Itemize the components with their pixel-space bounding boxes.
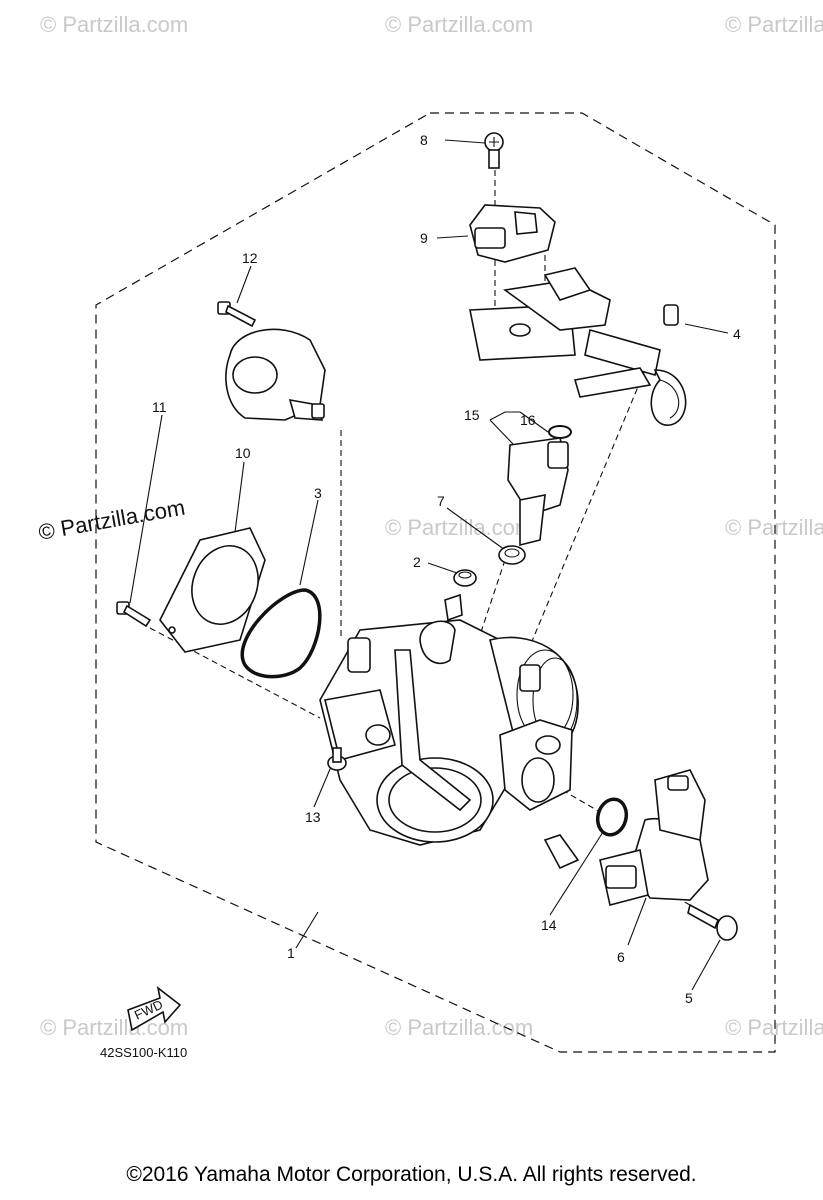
- assembly-outline: [95, 112, 776, 1053]
- callout-11: 11: [152, 399, 167, 415]
- callout-8: 8: [420, 132, 428, 148]
- callout-1: 1: [287, 945, 295, 961]
- callout-9: 9: [420, 230, 428, 246]
- callout-14: 14: [541, 917, 557, 933]
- callout-7: 7: [437, 493, 445, 509]
- watermarks: © Partzilla.com © Partzilla.com © Partzi…: [37, 12, 823, 1040]
- screw-11-icon: [116, 601, 152, 628]
- callout-16: 16: [520, 412, 536, 428]
- callout-2: 2: [413, 554, 421, 570]
- part-code: 42SS100-K110: [100, 1045, 187, 1060]
- callout-12: 12: [242, 250, 258, 266]
- watermark: © Partzilla.com: [40, 1015, 188, 1040]
- throttle-body-icon: [319, 593, 580, 870]
- callout-15: 15: [464, 407, 480, 423]
- copyright-notice: ©2016 Yamaha Motor Corporation, U.S.A. A…: [126, 1163, 697, 1186]
- tps-sensor-6-icon: [599, 769, 709, 906]
- screw-5-icon: [687, 903, 738, 941]
- callout-10: 10: [235, 445, 251, 461]
- screw-8-icon: [484, 132, 504, 169]
- idle-valve-icon: [225, 328, 326, 421]
- watermark-dark: © Partzilla.com: [37, 495, 187, 545]
- callouts: 8 9 12 4 11 15 16 10 3 7 2 13 14 6 5 1: [152, 132, 741, 1006]
- seal-7-icon: [498, 545, 526, 565]
- callout-6: 6: [617, 949, 625, 965]
- o-ring-14-icon: [595, 797, 629, 837]
- callout-4: 4: [733, 326, 741, 342]
- watermark: © Partzilla.com: [385, 1015, 533, 1040]
- screw-13-icon: [327, 747, 347, 771]
- fuel-pipe-icon: [469, 267, 687, 426]
- watermark: © Partzilla.com: [40, 12, 188, 37]
- callout-3: 3: [314, 485, 322, 501]
- watermark: © Partzilla.com: [725, 515, 823, 540]
- sensor-9-icon: [469, 204, 556, 263]
- callout-5: 5: [685, 990, 693, 1006]
- watermark: © Partzilla.com: [385, 12, 533, 37]
- gasket-plate-10-icon: [159, 527, 266, 653]
- screw-12-icon: [217, 301, 257, 328]
- watermark: © Partzilla.com: [385, 515, 533, 540]
- o-ring-16-icon: [548, 425, 572, 439]
- o-ring-3-icon: [240, 588, 322, 679]
- cap-2-icon: [453, 569, 477, 587]
- callout-13: 13: [305, 809, 321, 825]
- injector-15-icon: [507, 437, 569, 547]
- watermark: © Partzilla.com: [725, 1015, 823, 1040]
- watermark: © Partzilla.com: [725, 12, 823, 37]
